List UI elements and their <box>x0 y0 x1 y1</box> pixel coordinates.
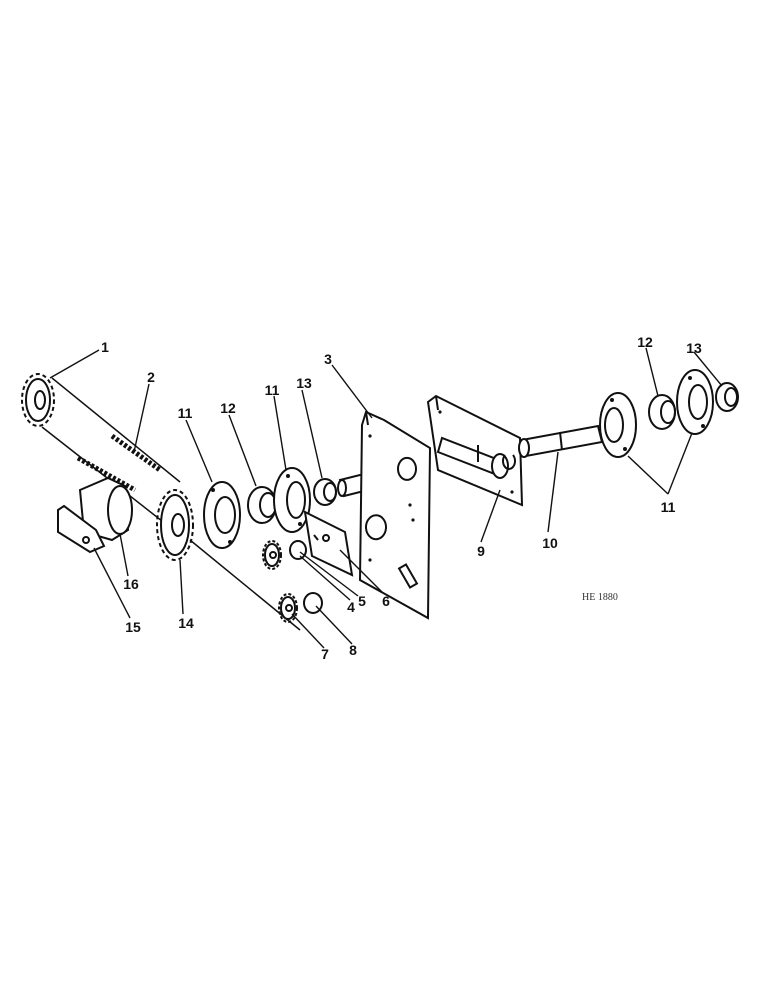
bearing-12-right <box>648 394 676 430</box>
shaft-10 <box>518 424 604 458</box>
callout-labels: 1 2 3 4 5 6 7 8 9 10 11 11 11 12 12 13 1… <box>101 334 702 662</box>
collar-13-right <box>715 382 739 412</box>
main-plate-3 <box>358 410 432 620</box>
bracket-15 <box>57 504 106 554</box>
bearing-12-left <box>247 486 277 524</box>
sprocket-7 <box>278 593 298 623</box>
sprocket-4 <box>262 540 282 570</box>
callout-11-right: 11 <box>661 499 676 515</box>
callout-16: 16 <box>123 576 139 592</box>
callout-1: 1 <box>101 339 109 355</box>
callout-14: 14 <box>178 615 194 631</box>
callout-6: 6 <box>382 593 390 609</box>
callout-15: 15 <box>125 619 141 635</box>
sprocket-14 <box>156 489 194 561</box>
collar-13-left <box>313 478 337 506</box>
callout-12-right: 12 <box>637 334 653 350</box>
callout-10: 10 <box>542 535 558 551</box>
callout-13-left: 13 <box>296 375 312 391</box>
callout-5: 5 <box>358 593 366 609</box>
callout-2: 2 <box>147 369 155 385</box>
drawing-id: HE 1880 <box>582 592 618 603</box>
flange-11-middle <box>273 467 311 533</box>
flange-11-right <box>599 392 637 458</box>
callout-3: 3 <box>324 351 332 367</box>
idler-block-16 <box>78 476 133 542</box>
plate-6 <box>303 510 354 577</box>
flange-11-left <box>203 481 241 549</box>
sprocket-1 <box>21 373 55 427</box>
callout-8: 8 <box>349 642 357 658</box>
callout-12-left: 12 <box>220 400 236 416</box>
flange-11-far-right <box>676 369 714 435</box>
callout-11-middle: 11 <box>265 382 280 398</box>
leader-lines <box>49 347 723 649</box>
callout-4: 4 <box>347 599 355 615</box>
callout-9: 9 <box>477 543 485 559</box>
spacer-5 <box>289 540 307 560</box>
callout-11-left: 11 <box>178 405 193 421</box>
callout-7: 7 <box>321 646 329 662</box>
bracket-plate-9 <box>426 394 524 507</box>
callout-13-right: 13 <box>686 340 702 356</box>
